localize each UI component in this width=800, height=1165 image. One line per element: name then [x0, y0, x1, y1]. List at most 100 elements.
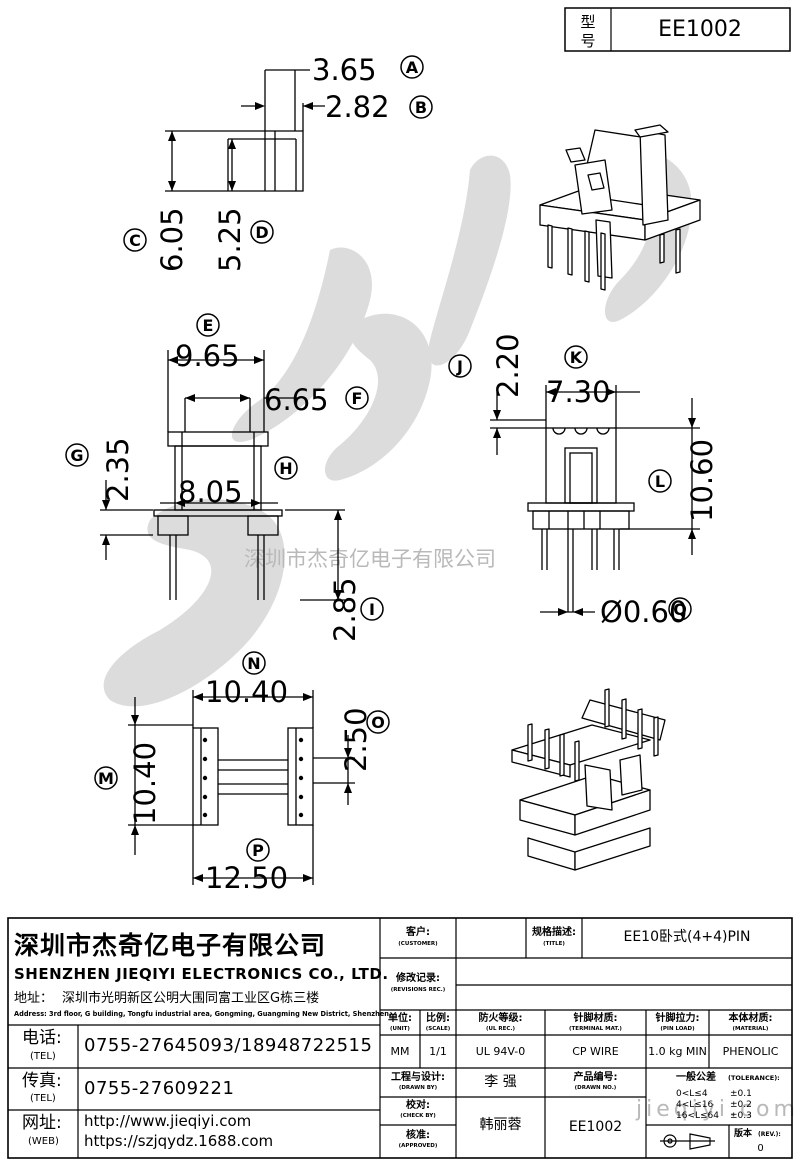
circle-markers: [65, 55, 692, 862]
tel-value: 0755-27645093/18948722515: [84, 1035, 373, 1056]
marker-d: D: [255, 223, 268, 242]
tel-label: 电话:: [22, 1028, 62, 1048]
product-no-label: 产品编号:: [573, 1072, 618, 1083]
tel-sub: (TEL): [30, 1051, 56, 1062]
address-en: Address: 3rd floor, G building, Tongfu i…: [14, 1010, 392, 1018]
ul-sub: (UL REC.): [485, 1026, 516, 1032]
check-value: 韩丽蓉: [479, 1117, 522, 1133]
address-label: 地址：: [14, 991, 54, 1006]
marker-f: F: [352, 389, 363, 408]
web-label: 网址:: [22, 1113, 62, 1133]
material-value: PHENOLIC: [722, 1045, 779, 1058]
version-value: 0: [757, 1143, 764, 1154]
marker-i: I: [369, 600, 375, 619]
unit-sub: (UNIT): [390, 1026, 410, 1032]
web-link-1[interactable]: http://www.jieqiyi.com: [84, 1112, 252, 1130]
version-label: 版本: [734, 1129, 753, 1139]
dim-i: 2.85: [328, 577, 362, 642]
view-bottom: [128, 690, 355, 885]
customer-label: 客户:: [406, 927, 430, 938]
tolerance-range-1: 0<L≤4: [676, 1089, 708, 1099]
address-cn: 深圳市光明新区公明大围同富工业区G栋三楼: [62, 991, 320, 1006]
marker-m: M: [98, 769, 114, 788]
dim-l: 10.60: [685, 439, 719, 522]
marker-k: K: [570, 348, 583, 367]
view-side-small-arrows: [168, 102, 313, 191]
tolerance-value-3: ±0.3: [730, 1111, 752, 1121]
tolerance-value-1: ±0.1: [730, 1089, 752, 1099]
dim-k: 7.30: [546, 375, 611, 409]
pin-load-label: 针脚拉力:: [655, 1013, 700, 1024]
marker-b: B: [415, 98, 427, 117]
dim-p: 12.50: [205, 861, 288, 895]
rev-label: 修改记录:: [396, 973, 440, 984]
dim-g: 2.35: [101, 437, 135, 502]
model-value: EE1002: [658, 17, 742, 42]
model-header: 型 号 EE1002: [564, 7, 791, 52]
marker-q: Q: [673, 600, 687, 619]
dim-f: 6.65: [264, 383, 329, 417]
dim-e: 9.65: [175, 339, 240, 373]
tolerance-range-3: 16<L≤64: [676, 1111, 720, 1121]
check-sub: (CHECK BY): [400, 1113, 436, 1119]
product-no-sub: (DRAWN NO.): [574, 1085, 617, 1091]
marker-g: G: [70, 446, 83, 465]
marker-e: E: [203, 316, 214, 335]
product-no-value: EE1002: [568, 1119, 623, 1135]
view-bottom-pins: [131, 693, 352, 882]
terminal-label: 针脚材质:: [573, 1013, 618, 1024]
view-side-arrows: [493, 388, 696, 616]
company-name-cn: 深圳市杰奇亿电子有限公司: [14, 931, 327, 960]
watermark-logo: [103, 150, 692, 707]
version-sub: (REV.):: [758, 1131, 781, 1138]
iso-view-upper: [539, 124, 701, 291]
check-label: 校对:: [406, 1100, 430, 1111]
scale-value: 1/1: [429, 1045, 447, 1058]
tolerance-sub: (TOLERANCE):: [728, 1074, 780, 1082]
watermark-site: jieqiyi.com: [635, 1097, 799, 1122]
title-block-frame: [7, 917, 793, 1159]
model-label-2: 号: [580, 32, 595, 50]
dim-h: 8.05: [178, 475, 243, 509]
marker-h: H: [279, 459, 292, 478]
web-link-2[interactable]: https://szjqydz.1688.com: [84, 1132, 274, 1150]
model-label-1: 型: [580, 13, 595, 31]
material-sub: (MATERIAL): [732, 1026, 769, 1032]
pin-load-value: 1.0 kg MIN: [648, 1045, 707, 1058]
tolerance-label: 一般公差: [676, 1072, 716, 1083]
fax-value: 0755-27609221: [84, 1078, 235, 1099]
fax-label: 传真:: [22, 1071, 62, 1091]
customer-sub: (CUSTOMER): [398, 941, 438, 947]
web-sub: (WEB): [28, 1136, 59, 1147]
marker-j: J: [456, 357, 463, 376]
company-name-en: SHENZHEN JIEQIYI ELECTRONICS CO., LTD.: [14, 965, 389, 983]
scale-sub: (SCALE): [425, 1026, 451, 1032]
title-sub: (TITLE): [543, 941, 565, 947]
drawn-label: 工程与设计:: [391, 1072, 445, 1083]
title-label: 规格描述:: [532, 927, 576, 938]
dim-j: 2.20: [491, 333, 525, 398]
tolerance-range-2: 4<L≤16: [676, 1100, 714, 1110]
dim-a: 3.65: [312, 53, 377, 87]
marker-n: N: [247, 654, 260, 673]
unit-label: 单位:: [388, 1013, 412, 1024]
projection-symbol: [660, 1133, 715, 1150]
drawn-sub: (DRAWN BY): [398, 1085, 438, 1091]
view-side-small: [165, 69, 325, 192]
drawn-value: 李 强: [484, 1074, 517, 1090]
unit-value: MM: [390, 1045, 410, 1058]
terminal-value: CP WIRE: [572, 1045, 619, 1058]
marker-c: C: [129, 231, 141, 250]
watermark-text: 深圳市杰奇亿电子有限公司: [244, 547, 496, 571]
iso-view-lower: [511, 688, 666, 871]
marker-l: L: [655, 472, 665, 491]
material-label: 本体材质:: [728, 1013, 773, 1024]
dim-n: 10.40: [205, 675, 288, 709]
approved-label: 核准:: [406, 1130, 430, 1141]
scale-label: 比例:: [426, 1013, 450, 1024]
view-side: [490, 385, 700, 613]
marker-a: A: [406, 58, 419, 77]
title-value: EE10卧式(4+4)PIN: [623, 929, 751, 945]
dim-m: 10.40: [128, 742, 162, 825]
